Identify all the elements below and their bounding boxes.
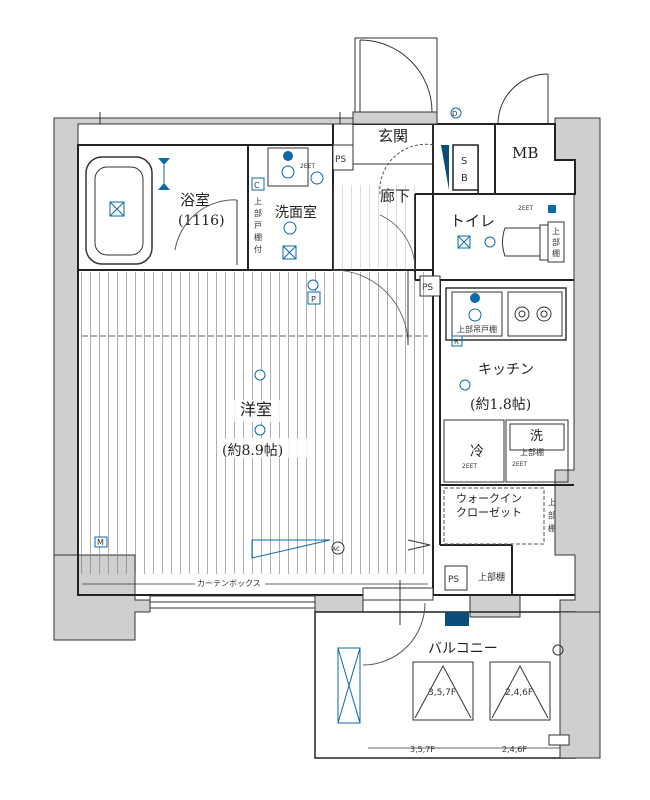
svg-text:上部吊戸棚: 上部吊戸棚 [457, 324, 497, 334]
svg-text:上部棚: 上部棚 [520, 447, 544, 457]
svg-text:2EET: 2EET [518, 205, 533, 212]
svg-text:P: P [311, 295, 316, 304]
svg-text:R: R [454, 338, 459, 346]
svg-text:付: 付 [254, 244, 262, 254]
d-mark: D [452, 110, 457, 118]
svg-text:クローゼット: クローゼット [456, 506, 522, 519]
svg-text:AC: AC [332, 546, 340, 553]
svg-text:カーテンボックス: カーテンボックス [197, 579, 261, 588]
svg-text:3,5,7F: 3,5,7F [428, 688, 456, 698]
balcony-label: バルコニー [428, 641, 498, 657]
entrance-floor [352, 123, 434, 165]
upper-door-shelf-1: 上 [254, 197, 262, 206]
mb-box: MB [494, 73, 576, 195]
svg-text:2,4,6F: 2,4,6F [502, 745, 527, 754]
upper-shelf-ps: 上部棚 [478, 571, 505, 583]
kitchen-label: キッチン [478, 362, 534, 378]
ps-label-3: PS [448, 575, 459, 585]
svg-text:3,5,7F: 3,5,7F [410, 745, 435, 754]
svg-text:部: 部 [254, 208, 262, 218]
entrance-label: 玄関 [378, 127, 408, 145]
svg-text:上: 上 [552, 227, 560, 236]
svg-text:戸: 戸 [254, 221, 262, 230]
svg-text:ウォークイン: ウォークイン [456, 492, 522, 505]
svg-text:洗: 洗 [530, 429, 543, 444]
washroom-label: 洗面室 [275, 204, 317, 221]
svg-text:棚: 棚 [254, 232, 262, 242]
kitchen: 上部吊戸棚 R キッチン (約1.8帖) 冷 2EET 洗 上部棚 2EET [443, 287, 569, 483]
svg-text:M: M [97, 538, 104, 547]
walkin-closet: ウォークイン クローゼット 上 部 棚 [407, 487, 556, 551]
front-door[interactable] [352, 37, 438, 125]
corridor-floor [333, 185, 415, 270]
bathroom: 浴室 (1116) [85, 156, 238, 265]
toilet-label: トイレ [450, 212, 495, 230]
western-room: 洋室 洋室 (約8.9帖) P AC M カーテンボックス [80, 269, 431, 588]
svg-text:C: C [254, 181, 260, 190]
svg-text:棚: 棚 [548, 523, 556, 533]
svg-text:部: 部 [548, 510, 556, 520]
svg-text:洋室: 洋室 [240, 400, 272, 419]
balcony-window [149, 580, 434, 625]
svg-text:部: 部 [552, 237, 560, 247]
svg-text:冷: 冷 [470, 444, 484, 460]
ps-box-1 [332, 144, 354, 171]
svg-text:上: 上 [548, 498, 556, 507]
svg-text:2,4,6F: 2,4,6F [505, 688, 533, 698]
balcony: バルコニー 3,5,7F 2,4,6F 3,5,7F 2,4,6F [314, 602, 601, 759]
toilet-room: トイレ 2EET 上 部 棚 [450, 205, 565, 263]
entry-door-swing [379, 143, 435, 195]
kitchen-size: (約1.8帖) [470, 397, 531, 413]
doorbell-icon [450, 107, 462, 119]
mb-label: MB [512, 144, 538, 162]
svg-text:S: S [461, 156, 467, 167]
ps-label-1: PS [335, 155, 346, 165]
svg-text:B: B [461, 173, 468, 184]
ps-box-3 [444, 565, 468, 591]
bathroom-label: 浴室 [180, 191, 210, 209]
svg-text:2EET: 2EET [512, 461, 527, 468]
washroom: 2EET 洗面室 C 上 部 戸 棚 付 [251, 147, 324, 260]
svg-text:2EET: 2EET [462, 463, 477, 470]
toilet-door-swing [379, 214, 416, 271]
western-room-size: (約8.9帖) [222, 443, 283, 459]
svg-text:2EET: 2EET [300, 163, 315, 170]
svg-text:棚: 棚 [552, 248, 560, 258]
bathroom-size: (1116) [178, 213, 225, 229]
shoe-box: S B [441, 144, 479, 191]
